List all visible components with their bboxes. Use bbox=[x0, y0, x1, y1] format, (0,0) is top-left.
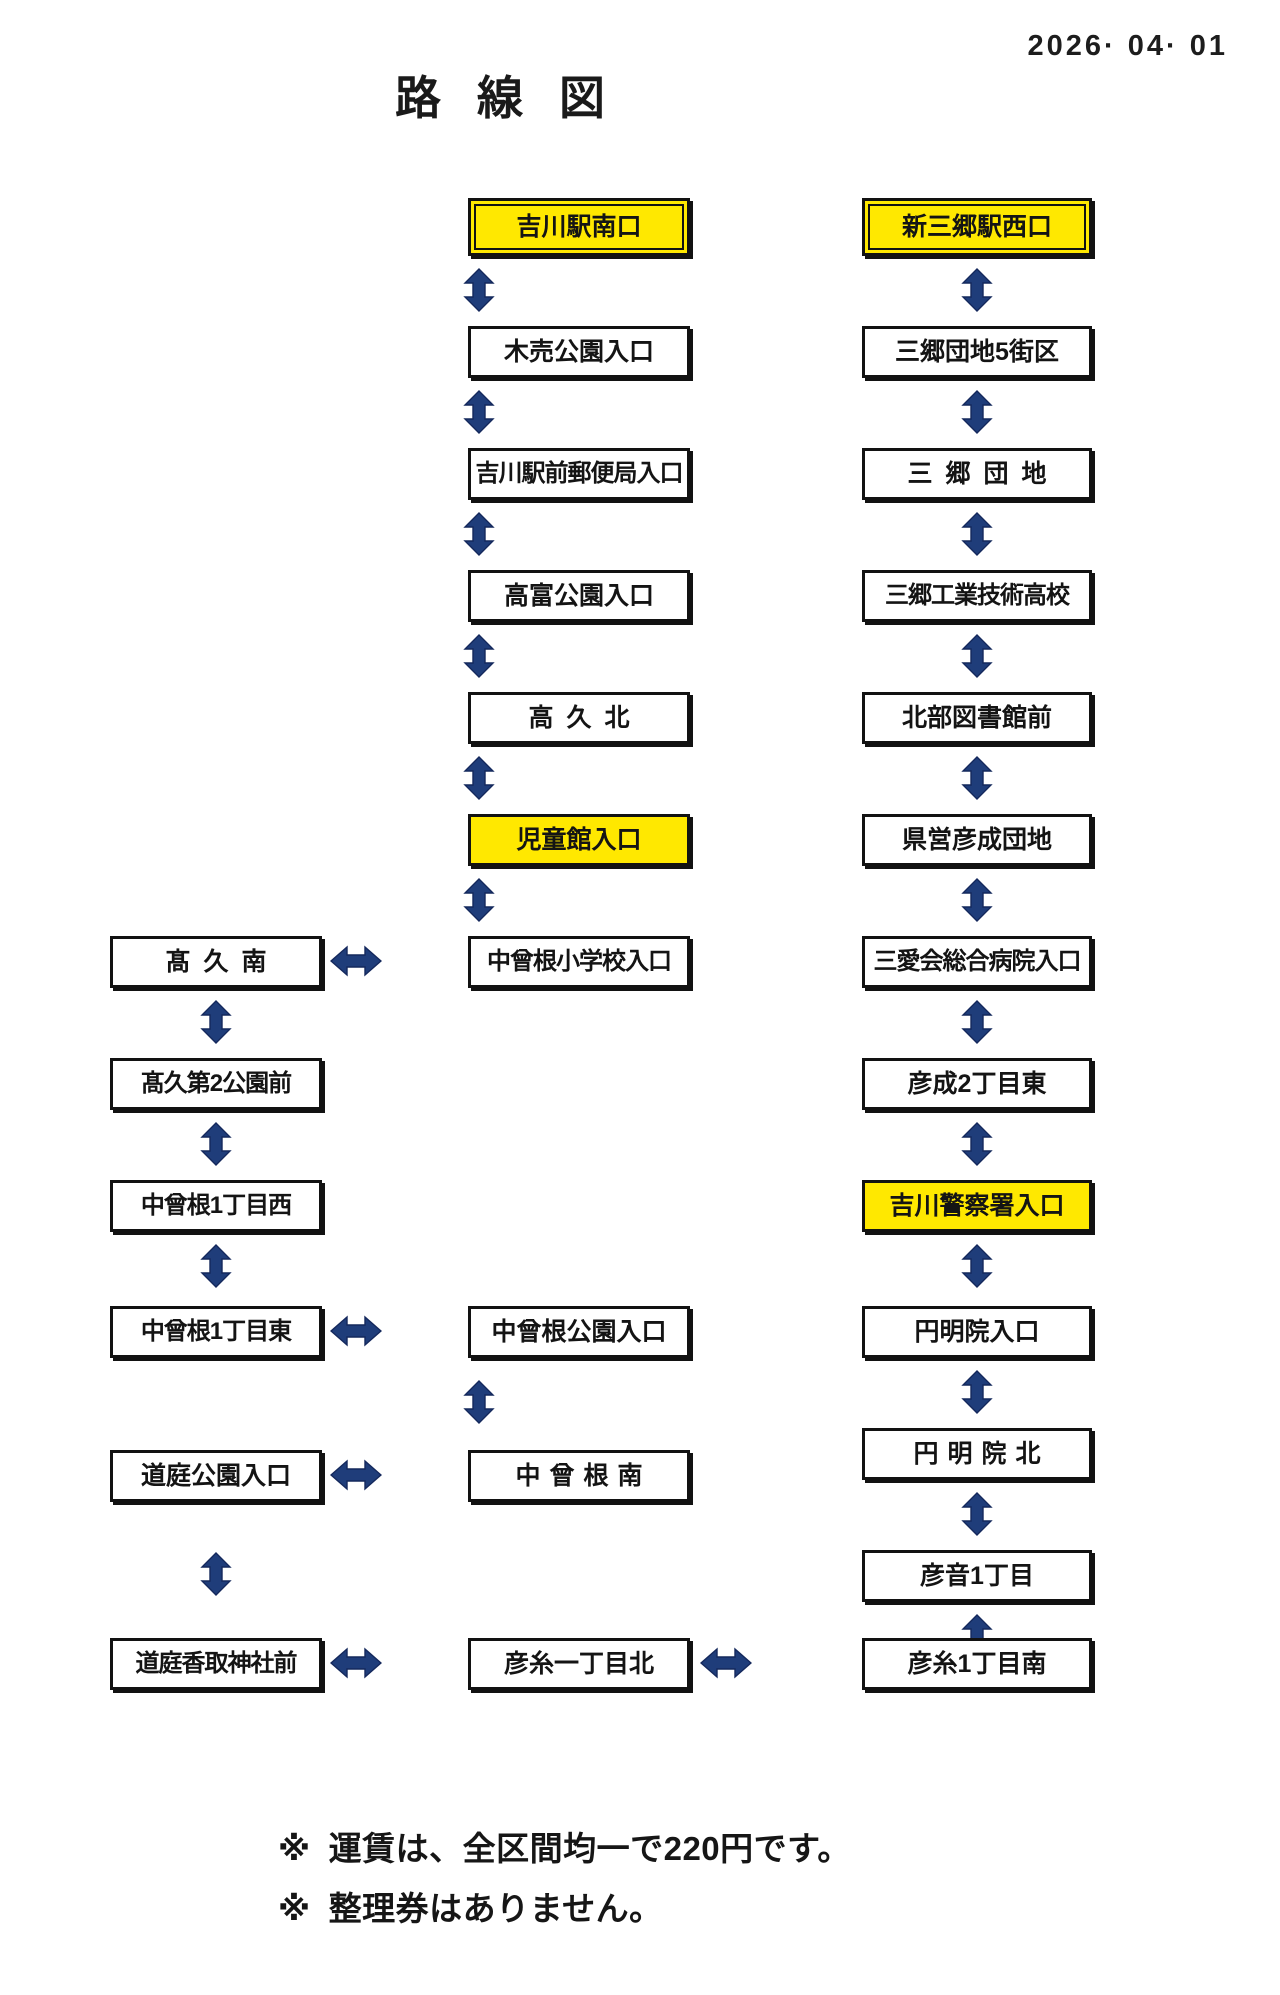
stop-misato-danchi[interactable]: 三郷団地 bbox=[862, 448, 1092, 500]
stop-enmyoin-entrance[interactable]: 円明院入口 bbox=[862, 1306, 1092, 1358]
document-date: 2026· 04· 01 bbox=[1027, 30, 1228, 62]
stop-label: 三郷工業技術高校 bbox=[885, 582, 1070, 609]
connector-arrow-horizontal bbox=[330, 944, 382, 978]
stop-takatomi-park-entrance[interactable]: 高富公園入口 bbox=[468, 570, 690, 622]
stop-label: 中曾根1丁目東 bbox=[140, 1318, 292, 1345]
stop-label: 円明院北 bbox=[913, 1439, 1050, 1468]
connector-arrow-vertical bbox=[960, 1492, 994, 1536]
connector-arrow-vertical bbox=[462, 512, 496, 556]
stop-label: 彦成2丁目東 bbox=[907, 1069, 1047, 1098]
note-mark-icon: ※ bbox=[278, 1830, 311, 1867]
stop-hikone-1-chome[interactable]: 彦音1丁目 bbox=[862, 1550, 1092, 1602]
ticket-note: ※ 整理券はありません。 bbox=[278, 1882, 663, 1930]
connector-arrow-vertical bbox=[199, 1000, 233, 1044]
stop-label: 北部図書館前 bbox=[901, 703, 1052, 732]
stop-label: 中曾根公園入口 bbox=[491, 1317, 667, 1346]
stop-nakasone-1-chome-higashi[interactable]: 中曾根1丁目東 bbox=[110, 1306, 322, 1358]
stop-label: 三愛会総合病院入口 bbox=[873, 948, 1082, 975]
stop-misato-danchi-5-gaiku[interactable]: 三郷団地5街区 bbox=[862, 326, 1092, 378]
fare-note-text: 運賃は、全区間均一で220円です。 bbox=[328, 1830, 851, 1867]
stop-takahisa-kita[interactable]: 高久北 bbox=[468, 692, 690, 744]
stop-sanaikai-general-hospital-entrance[interactable]: 三愛会総合病院入口 bbox=[862, 936, 1092, 988]
stop-label: 新三郷駅西口 bbox=[868, 204, 1086, 250]
stop-nakasone-minami[interactable]: 中曾根南 bbox=[468, 1450, 690, 1502]
connector-arrow-horizontal bbox=[330, 1646, 382, 1680]
connector-arrow-vertical bbox=[960, 634, 994, 678]
connector-arrow-horizontal bbox=[330, 1458, 382, 1492]
stop-yoshikawa-station-south-exit[interactable]: 吉川駅南口 bbox=[468, 198, 690, 256]
connector-arrow-horizontal bbox=[700, 1646, 752, 1680]
connector-arrow-vertical bbox=[960, 390, 994, 434]
stop-label: 吉川警察署入口 bbox=[889, 1191, 1065, 1220]
stop-label: 彦音1丁目 bbox=[920, 1561, 1034, 1590]
stop-kiuri-park-entrance[interactable]: 木売公園入口 bbox=[468, 326, 690, 378]
stop-label: 三郷団地 bbox=[907, 459, 1060, 488]
stop-shin-misato-station-west-exit[interactable]: 新三郷駅西口 bbox=[862, 198, 1092, 256]
stop-label: 高久北 bbox=[528, 703, 643, 732]
stop-label: 県営彦成団地 bbox=[901, 825, 1052, 854]
stop-label: 彦糸1丁目南 bbox=[907, 1649, 1047, 1678]
stop-label: 三郷団地5街区 bbox=[895, 337, 1059, 366]
connector-arrow-vertical bbox=[960, 1244, 994, 1288]
stop-yoshikawa-station-post-office-entrance[interactable]: 吉川駅前郵便局入口 bbox=[468, 448, 690, 500]
connector-arrow-vertical bbox=[960, 512, 994, 556]
page-title: 路線図 bbox=[395, 72, 641, 124]
connector-arrow-vertical bbox=[960, 878, 994, 922]
stop-takahisa-minami[interactable]: 髙久南 bbox=[110, 936, 322, 988]
stop-label: 吉川駅前郵便局入口 bbox=[475, 460, 684, 487]
stop-nakasone-1-chome-nishi[interactable]: 中曾根1丁目西 bbox=[110, 1180, 322, 1232]
stop-label: 木売公園入口 bbox=[503, 337, 654, 366]
stop-hikonari-2-chome-higashi[interactable]: 彦成2丁目東 bbox=[862, 1058, 1092, 1110]
connector-arrow-vertical bbox=[960, 268, 994, 312]
stop-label: 中曾根1丁目西 bbox=[140, 1192, 292, 1219]
connector-arrow-vertical bbox=[462, 268, 496, 312]
ticket-note-text: 整理券はありません。 bbox=[328, 1890, 663, 1927]
stop-label: 中曾根南 bbox=[515, 1461, 652, 1490]
stop-jidokan-entrance[interactable]: 児童館入口 bbox=[468, 814, 690, 866]
stop-kenei-hikonari-danchi[interactable]: 県営彦成団地 bbox=[862, 814, 1092, 866]
stop-label: 彦糸一丁目北 bbox=[503, 1649, 654, 1678]
stop-enmyoin-kita[interactable]: 円明院北 bbox=[862, 1428, 1092, 1480]
stop-misato-kogyo-gijutsu-high-school[interactable]: 三郷工業技術高校 bbox=[862, 570, 1092, 622]
stop-hikoito-1-chome-kita[interactable]: 彦糸一丁目北 bbox=[468, 1638, 690, 1690]
stop-doniwa-katori-shrine-mae[interactable]: 道庭香取神社前 bbox=[110, 1638, 322, 1690]
stop-label: 高富公園入口 bbox=[503, 581, 654, 610]
connector-arrow-vertical bbox=[960, 1000, 994, 1044]
connector-arrow-vertical bbox=[960, 1122, 994, 1166]
connector-arrow-vertical bbox=[462, 756, 496, 800]
stop-yoshikawa-police-station-entrance[interactable]: 吉川警察署入口 bbox=[862, 1180, 1092, 1232]
connector-arrow-vertical bbox=[462, 634, 496, 678]
connector-arrow-vertical bbox=[462, 390, 496, 434]
note-mark-icon: ※ bbox=[278, 1890, 311, 1927]
stop-hokubu-library-mae[interactable]: 北部図書館前 bbox=[862, 692, 1092, 744]
stop-takahisa-2nd-park-mae[interactable]: 髙久第2公園前 bbox=[110, 1058, 322, 1110]
stop-label: 円明院入口 bbox=[914, 1317, 1040, 1346]
stop-nakasone-elementary-school-entrance[interactable]: 中曾根小学校入口 bbox=[468, 936, 690, 988]
connector-arrow-vertical bbox=[960, 756, 994, 800]
stop-nakasone-park-entrance[interactable]: 中曾根公園入口 bbox=[468, 1306, 690, 1358]
connector-arrow-vertical bbox=[462, 1380, 496, 1424]
stop-label: 吉川駅南口 bbox=[474, 204, 684, 250]
connector-arrow-vertical bbox=[199, 1552, 233, 1596]
connector-arrow-vertical bbox=[462, 878, 496, 922]
connector-arrow-vertical bbox=[199, 1122, 233, 1166]
stop-label: 児童館入口 bbox=[516, 825, 642, 854]
stop-hikoito-1-chome-minami[interactable]: 彦糸1丁目南 bbox=[862, 1638, 1092, 1690]
stop-label: 中曾根小学校入口 bbox=[487, 948, 672, 975]
stop-label: 道庭公園入口 bbox=[140, 1461, 291, 1490]
connector-arrow-horizontal bbox=[330, 1314, 382, 1348]
stop-label: 髙久第2公園前 bbox=[140, 1070, 292, 1097]
stop-label: 道庭香取神社前 bbox=[135, 1650, 298, 1677]
connector-arrow-vertical bbox=[199, 1244, 233, 1288]
fare-note: ※ 運賃は、全区間均一で220円です。 bbox=[278, 1822, 851, 1870]
connector-arrow-vertical bbox=[960, 1370, 994, 1414]
stop-label: 髙久南 bbox=[165, 947, 280, 976]
stop-doniwa-park-entrance[interactable]: 道庭公園入口 bbox=[110, 1450, 322, 1502]
